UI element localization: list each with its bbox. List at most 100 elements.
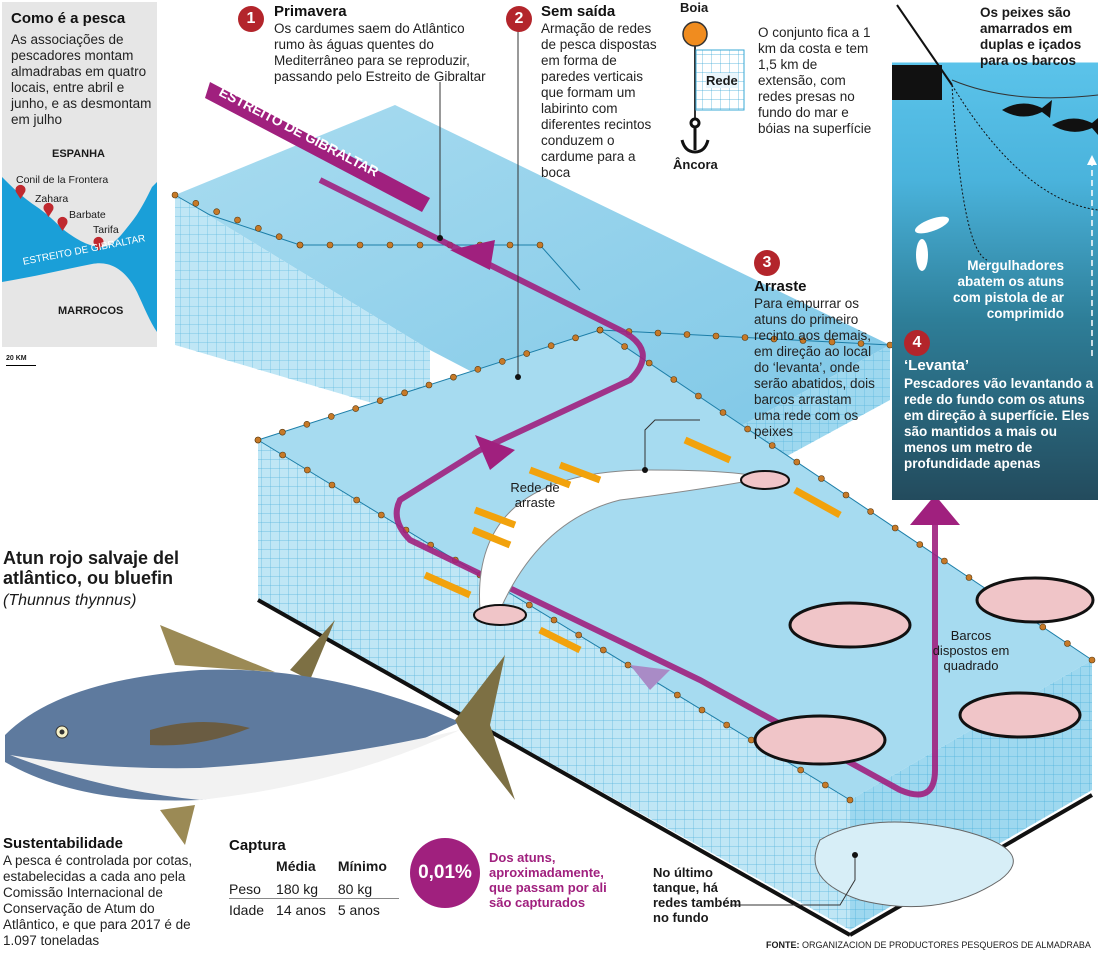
net-buoy [234, 216, 241, 224]
net-buoy [846, 796, 854, 804]
capture-rate-badge: 0,01% [410, 838, 480, 908]
net-buoy [723, 721, 730, 729]
net-buoy [867, 508, 874, 515]
levanta-arrow [910, 495, 960, 525]
net-buoy [192, 200, 200, 207]
net-buoy [768, 442, 776, 449]
capture-header: Média [276, 858, 316, 874]
buoy-icon [682, 21, 708, 47]
location-label: Conil de la Frontera [16, 174, 109, 186]
net-buoy [674, 691, 681, 699]
net-buoy [275, 233, 283, 240]
net-buoy [498, 358, 506, 365]
location-label: Zahara [35, 193, 69, 205]
net-buoy [523, 350, 531, 357]
divers-caption: Mergulhadores abatem os atuns com pistol… [952, 258, 1064, 321]
net-buoy [828, 338, 836, 346]
source-label: FONTE: [766, 940, 800, 950]
diver-icon [914, 216, 950, 271]
net-buoy [818, 475, 825, 482]
pin-tarifa [93, 236, 104, 251]
net-buoy [254, 436, 262, 444]
net-buoy [654, 329, 662, 337]
capture-cell: Peso [229, 881, 261, 897]
region-map [2, 177, 157, 347]
legend-description: O conjunto fica a 1 km da costa e tem 1,… [758, 25, 872, 136]
capture-cell: Idade [229, 898, 277, 919]
step-4-text: Pescadores vão levantando a rede do fund… [904, 376, 1094, 471]
net-buoy [916, 541, 924, 548]
sustainability-text: A pesca é controlada por cotas, estabele… [3, 853, 193, 948]
net-buoy [770, 335, 778, 343]
pin-zahara [43, 202, 54, 217]
net-buoy [506, 241, 514, 249]
net-buoy [171, 191, 179, 199]
net-buoy [596, 326, 604, 334]
scale-label: 20 KM [6, 355, 27, 362]
net-buoy [327, 413, 335, 420]
source-credit: FONTE: ORGANIZACION DE PRODUCTORES PESQU… [766, 940, 1091, 950]
capture-cell: 180 kg [276, 881, 319, 897]
net-buoy [352, 405, 360, 412]
location-label: Tarifa [93, 224, 119, 236]
step-4-badge: 4 [904, 330, 930, 356]
step-4-title: ‘Levanta’ [904, 357, 970, 374]
pin-conil [15, 184, 26, 199]
net-buoy [401, 389, 408, 397]
net-buoy [645, 359, 653, 367]
net-buoy [326, 241, 334, 249]
net-buoy [857, 340, 865, 347]
net-buoy [1088, 656, 1096, 664]
drag-arrows [423, 436, 842, 654]
net-buoy [683, 331, 691, 338]
net-buoy [822, 781, 829, 789]
capture-cell: 5 anos [337, 898, 399, 919]
drag-net-label: Rede de arraste [510, 480, 560, 510]
net-buoy [842, 491, 850, 499]
net-buoy [797, 766, 804, 774]
net-buoy [378, 511, 385, 519]
step-2-text: Armação de redes de pesca dispostas em f… [541, 21, 657, 180]
drag-boat [473, 604, 527, 626]
step-3-text: Para empurrar os atuns do primeiro recin… [754, 296, 875, 439]
fish-route [318, 177, 938, 798]
capture-header-row: Média Mínimo [229, 856, 399, 878]
species-title: Atun rojo salvaje del atlântico, ou blue… [3, 548, 180, 588]
route-arrow [475, 435, 515, 470]
net-buoy [328, 481, 336, 489]
boat [958, 691, 1082, 739]
net-buoy [793, 458, 801, 466]
boat [753, 714, 887, 766]
step-2-badge: 2 [506, 6, 532, 32]
net-buoy [526, 601, 533, 609]
anchor-icon [680, 117, 710, 154]
net-buoy [965, 574, 973, 581]
capture-row: Idade 14 anos 5 anos [229, 898, 399, 919]
net-buoy [624, 661, 632, 669]
capture-cell: 14 anos [276, 898, 338, 919]
net-buoy [600, 646, 607, 654]
net-buoy [356, 241, 364, 249]
map-description: As associações de pescadores montam alma… [11, 32, 152, 127]
net-buoy [748, 736, 755, 744]
country-label-morocco: MARROCOS [58, 305, 124, 317]
net-buoy [744, 425, 751, 433]
map-title: Como é a pesca [11, 10, 126, 27]
boats-label: Barcos dispostos em quadrado [932, 628, 1010, 673]
capture-rate-text: Dos atuns, aproximadamente, que passam p… [489, 850, 607, 910]
hoist-caption: Os peixes são amarrados em duplas e içad… [980, 5, 1082, 68]
net-buoy [941, 557, 948, 565]
scale-bar [6, 365, 36, 366]
net-buoy [799, 337, 807, 344]
capture-table: Média Mínimo Peso 180 kg 80 kg Idade 14 … [229, 856, 399, 919]
step-2-title: Sem saída [541, 3, 616, 20]
net-buoy [621, 343, 628, 350]
capture-row: Peso 180 kg 80 kg [229, 878, 399, 899]
net-buoy [712, 332, 720, 340]
net-buoy [474, 365, 482, 373]
step-1-badge: 1 [238, 6, 264, 32]
net-buoy [547, 342, 555, 350]
bottom-net-label: No último tanque, há redes também no fun… [653, 865, 742, 925]
net-buoy [416, 241, 424, 249]
